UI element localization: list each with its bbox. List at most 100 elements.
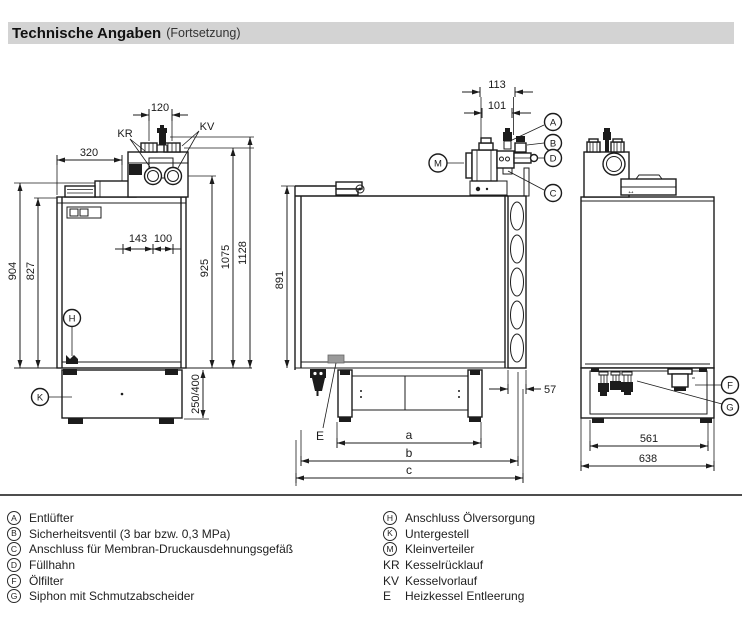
svg-text:100: 100 xyxy=(154,233,172,245)
console-arrows: ↔ xyxy=(627,187,635,196)
callout-D: D xyxy=(538,148,563,168)
svg-text:C: C xyxy=(550,189,557,200)
legend-divider xyxy=(0,494,742,496)
flow-return-manifold xyxy=(127,125,189,198)
svg-text:F: F xyxy=(727,381,733,392)
legend-item: M Kleinverteiler xyxy=(383,542,738,558)
legend-label: Füllhahn xyxy=(29,558,76,573)
boiler-body-rear xyxy=(580,196,715,369)
dim-a: a xyxy=(336,428,482,448)
legend-item: G Siphon mit Schmutzabscheider xyxy=(7,589,377,605)
svg-text:638: 638 xyxy=(639,453,657,465)
legend-right-column: H Anschluss Ölversorgung K Untergestell … xyxy=(383,511,738,605)
svg-text:M: M xyxy=(434,159,442,170)
legend-item: B Sicherheitsventil (3 bar bzw. 0,3 MPa) xyxy=(7,526,377,543)
dim-904: 904 xyxy=(7,183,23,368)
label-kv: KV xyxy=(200,121,215,133)
legend-label: Ölfilter xyxy=(29,573,64,588)
legend-item: D Füllhahn xyxy=(7,558,377,574)
legend-key: B xyxy=(7,526,21,541)
label-kr: KR xyxy=(117,128,132,140)
legend-key: F xyxy=(7,573,21,588)
svg-text:1075: 1075 xyxy=(220,245,232,269)
oil-filter xyxy=(667,368,695,391)
svg-text:57: 57 xyxy=(544,384,556,396)
svg-text:561: 561 xyxy=(640,433,658,445)
legend-label: Anschluss Ölversorgung xyxy=(405,511,536,525)
dim-561: 561 xyxy=(589,433,709,451)
legend-key: C xyxy=(7,542,21,557)
boiler-body-side xyxy=(294,181,526,370)
legend-key: G xyxy=(7,589,21,604)
legend-left-column: A Entlüfter B Sicherheitsventil (3 bar b… xyxy=(7,511,377,605)
section-header-bar: Technische Angaben (Fortsetzung) xyxy=(8,22,734,44)
base-front xyxy=(61,369,183,424)
dim-base-height: 250/400 xyxy=(184,370,209,420)
page-title: Technische Angaben xyxy=(12,24,162,42)
legend-item: H Anschluss Ölversorgung xyxy=(383,511,738,527)
callout-H: H xyxy=(62,308,82,364)
dim-c: c xyxy=(295,463,524,483)
legend-label: Kesselvorlauf xyxy=(405,573,478,588)
kleinverteiler xyxy=(465,128,539,197)
callout-B: B xyxy=(526,133,563,153)
legend-key: A xyxy=(7,511,21,525)
drain-valve: E xyxy=(310,354,345,443)
svg-text:101: 101 xyxy=(488,100,506,112)
legend-key: KR xyxy=(383,558,400,573)
legend-key: M xyxy=(383,542,397,557)
dim-113: 113 xyxy=(462,79,533,97)
svg-text:143: 143 xyxy=(129,233,147,245)
rear-view: ↔ xyxy=(580,128,740,471)
svg-text:a: a xyxy=(406,428,413,442)
legend-key: D xyxy=(7,558,21,573)
side-view: 891 xyxy=(274,79,563,486)
svg-text:904: 904 xyxy=(7,262,19,280)
svg-text:250/400: 250/400 xyxy=(190,374,202,414)
front-view: KR KV 120 320 143 100 xyxy=(7,102,254,424)
legend-label: Anschluss für Membran-Druckausdehnungsge… xyxy=(29,542,294,557)
svg-text:c: c xyxy=(406,463,412,477)
legend-item: E Heizkessel Entleerung xyxy=(383,589,738,605)
legend-label: Siphon mit Schmutzabscheider xyxy=(29,589,195,604)
svg-text:925: 925 xyxy=(199,259,211,277)
dim-827: 827 xyxy=(25,198,41,368)
legend-item: KR Kesselrücklauf xyxy=(383,558,738,574)
dim-925: 925 xyxy=(199,176,215,368)
legend-label: Kleinverteiler xyxy=(405,542,475,557)
svg-text:827: 827 xyxy=(25,262,37,280)
svg-text:K: K xyxy=(37,393,44,404)
dim-b: b xyxy=(300,446,519,466)
svg-text:113: 113 xyxy=(488,79,506,91)
legend-key: K xyxy=(383,526,397,541)
dim-143-100: 143 100 xyxy=(115,233,181,254)
dim-320: 320 xyxy=(56,147,123,165)
svg-text:A: A xyxy=(550,118,557,129)
svg-text:D: D xyxy=(550,154,557,165)
legend-key: H xyxy=(383,511,397,525)
callout-C: C xyxy=(507,170,563,203)
dim-57: 57 xyxy=(489,384,556,396)
callout-M: M xyxy=(428,153,464,173)
svg-text:H: H xyxy=(69,314,76,325)
dim-1075: 1075 xyxy=(220,148,236,368)
legend-item: KV Kesselvorlauf xyxy=(383,574,738,590)
boiler-body-front xyxy=(56,196,187,369)
callout-G: G xyxy=(636,380,740,417)
svg-text:320: 320 xyxy=(80,147,98,159)
legend-item: K Untergestell xyxy=(383,526,738,543)
svg-text:B: B xyxy=(550,139,556,150)
dim-120: 120 xyxy=(133,102,188,121)
legend-item: A Entlüfter xyxy=(7,511,377,527)
legend-label: Entlüfter xyxy=(29,511,74,525)
dim-891: 891 xyxy=(274,186,290,368)
control-console: ↔ xyxy=(620,174,677,196)
burner-cover xyxy=(64,180,137,198)
legend-label: Heizkessel Entleerung xyxy=(405,589,525,604)
legend-key: E xyxy=(383,589,392,604)
legend-key: KV xyxy=(383,573,400,588)
dim-1128: 1128 xyxy=(237,137,253,368)
base-side xyxy=(337,369,483,422)
